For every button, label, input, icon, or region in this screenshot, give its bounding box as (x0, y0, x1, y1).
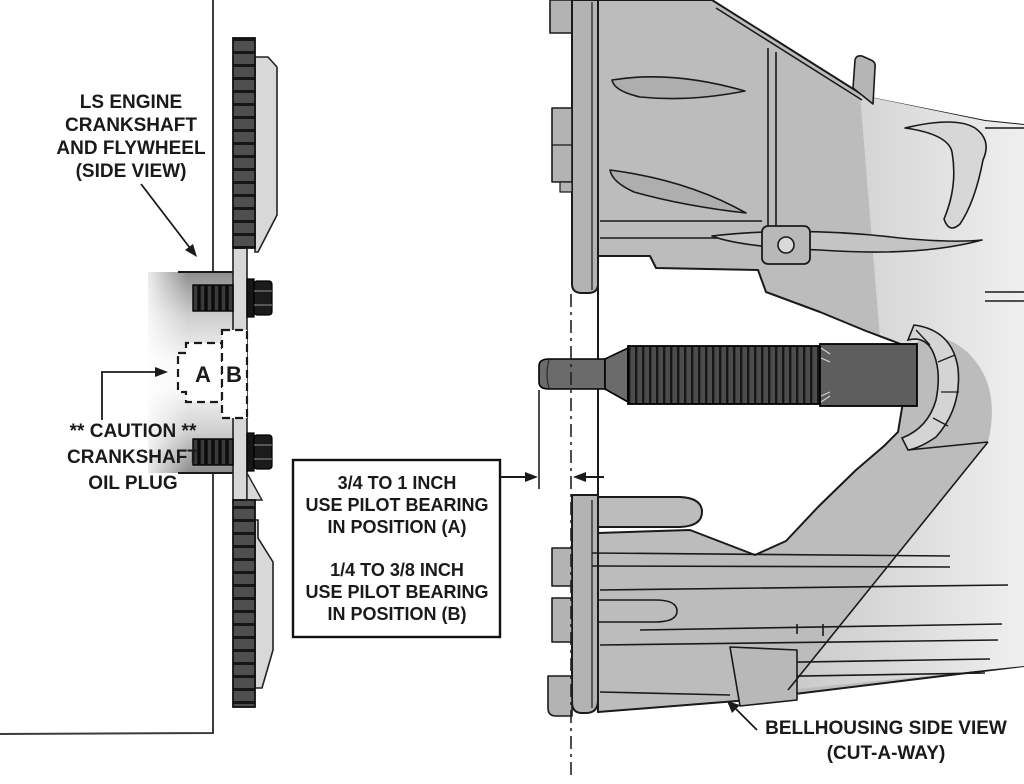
bellhousing-bore-ring (900, 324, 960, 451)
bellhousing-label-line1: BELLHOUSING SIDE VIEW (765, 718, 1007, 739)
flywheel-ring-gear-upper (232, 37, 256, 249)
caution-leader-line (101, 371, 156, 420)
flywheel-label-line1: LS ENGINE (80, 92, 182, 113)
shaft-tip-chamfer-line (546, 359, 550, 389)
input-shaft (538, 343, 918, 407)
note-line5: USE PILOT BEARING (305, 582, 488, 602)
arrowhead-right-icon (155, 367, 168, 377)
flywheel-bolt-bottom (192, 432, 273, 472)
flywheel-label-line3: AND FLYWHEEL (56, 138, 206, 159)
caution-label-line2: CRANKSHAFT (67, 447, 199, 468)
note-line4: 1/4 TO 3/8 INCH (330, 560, 464, 580)
arrowhead-down-right-icon (185, 244, 197, 257)
note-box-border (291, 458, 502, 639)
note-line6: IN POSITION (B) (328, 604, 467, 624)
bellhousing-lower-flange (547, 494, 599, 717)
position-b-dashed-outline (220, 328, 249, 420)
note-line2: USE PILOT BEARING (305, 495, 488, 515)
bracket-hole (777, 236, 795, 254)
flywheel-plate-upper (254, 56, 278, 253)
caution-label-line1: ** CAUTION ** (70, 421, 197, 442)
shaft-rear-section (819, 343, 918, 407)
bellhousing-top-rib (852, 55, 876, 105)
bellhousing-leader-line (735, 708, 758, 731)
flywheel (232, 37, 278, 708)
pilot-note-box: 3/4 TO 1 INCH USE PILOT BEARING IN POSIT… (291, 458, 538, 639)
arrowhead-up-left-icon (727, 701, 740, 713)
position-b-label: B (226, 362, 242, 387)
flywheel-ring-gear-lower (232, 499, 256, 708)
shaft-splines (627, 345, 821, 405)
label-bellhousing-view: BELLHOUSING SIDE VIEW (CUT-A-WAY) (727, 701, 1007, 764)
bellhousing-upper-flange (549, 0, 599, 294)
label-flywheel-view: LS ENGINE CRANKSHAFT AND FLYWHEEL (SIDE … (56, 92, 206, 257)
arrowhead-right-icon (525, 472, 538, 482)
caution-label-line3: OIL PLUG (88, 473, 177, 494)
flywheel-label-line2: CRANKSHAFT (65, 115, 197, 136)
note-line1: 3/4 TO 1 INCH (338, 473, 457, 493)
flywheel-hub-wedge (246, 470, 264, 501)
pilot-bearing-position-b: B (220, 328, 249, 420)
shaft-chamfer-ticks (820, 347, 831, 403)
flywheel-bolt-top (192, 278, 273, 318)
bellhousing-label-line2: (CUT-A-WAY) (827, 743, 946, 764)
flywheel-leader-line (140, 183, 191, 249)
engine-block-outline (0, 0, 214, 735)
label-caution: ** CAUTION ** CRANKSHAFT OIL PLUG (67, 367, 199, 494)
shaft-pilot-tip (538, 358, 606, 390)
dimension-group (538, 294, 604, 779)
bellhousing-bracket (761, 225, 811, 265)
arrowhead-left-icon (573, 472, 586, 482)
position-a-dashed-outline (176, 341, 224, 404)
bellhousing-mouth (597, 255, 911, 556)
flywheel-label-line4: (SIDE VIEW) (76, 161, 187, 182)
engine-block-edge-line (0, 0, 214, 735)
flywheel-plate-lower (254, 519, 274, 689)
pilot-bearing-position-a: A (176, 341, 224, 404)
position-a-label: A (195, 362, 211, 387)
bellhousing-lower-details (591, 441, 1009, 707)
bore-ring-segments (915, 329, 959, 427)
note-line3: IN POSITION (A) (328, 517, 467, 537)
